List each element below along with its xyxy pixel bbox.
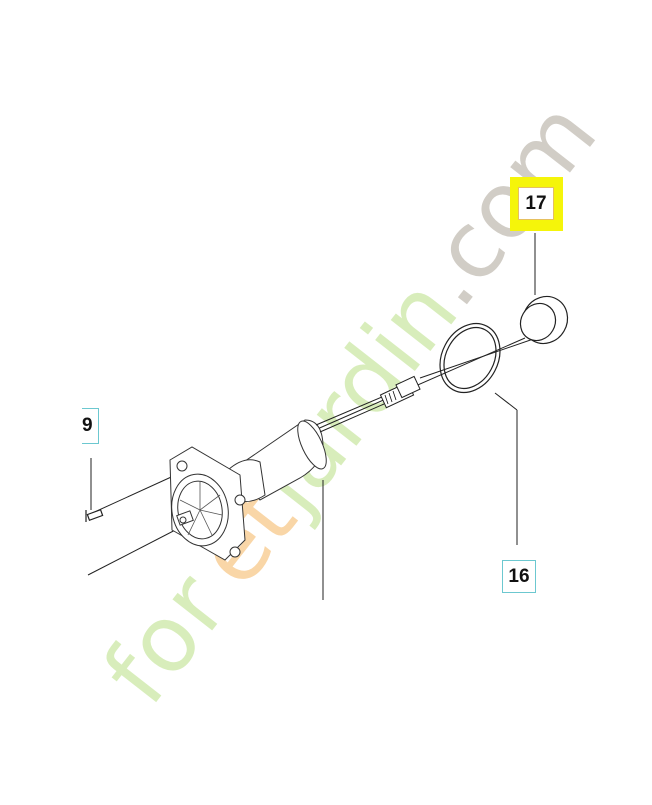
callout-17[interactable]: 17 [518,187,554,220]
callout-16[interactable]: 16 [502,560,536,593]
seal-ring-part [519,295,569,345]
o-ring-part [439,323,501,393]
axis-lines [87,233,546,600]
callout-17-label: 17 [525,192,547,214]
callout-9[interactable]: 9 [82,408,99,444]
callout-9-label: 9 [82,415,93,436]
cable-connector-part [315,375,421,433]
motor-part [169,419,327,561]
callout-16-label: 16 [508,565,530,587]
svg-text:for: for [83,553,249,723]
screw-part [85,509,104,522]
